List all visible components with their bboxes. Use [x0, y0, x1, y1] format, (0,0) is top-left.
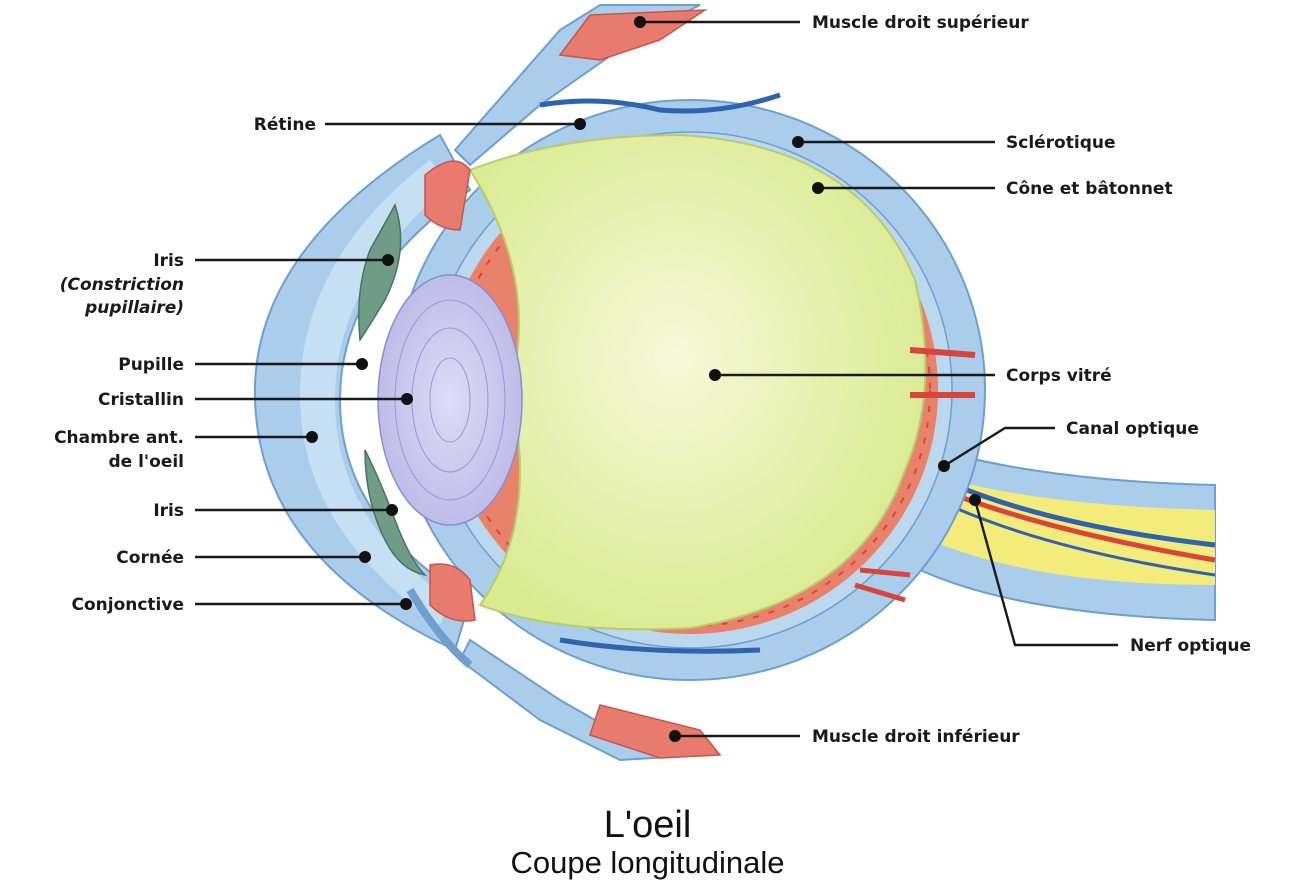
label-cone: Cône et bâtonnet — [1006, 179, 1173, 199]
eye-illustration: Muscle droit supérieur Rétine Sclérotiqu… — [0, 0, 1295, 800]
label-iris-pupillaire: pupillaire) — [84, 298, 184, 318]
label-cornee: Cornée — [116, 548, 184, 568]
diagram-subtitle: Coupe longitudinale — [0, 846, 1295, 880]
label-iris-top: Iris — [153, 251, 184, 271]
label-iris-bottom: Iris — [153, 501, 184, 521]
diagram-title: L'oeil — [0, 805, 1295, 845]
label-chambre-2: de l'oeil — [108, 452, 184, 472]
label-corps-vitre: Corps vitré — [1006, 366, 1112, 386]
label-muscle-inf: Muscle droit inférieur — [812, 727, 1020, 747]
label-nerf-optique: Nerf optique — [1130, 636, 1251, 656]
label-retine: Rétine — [254, 115, 316, 135]
label-chambre-1: Chambre ant. — [54, 428, 184, 448]
label-conjonctive: Conjonctive — [71, 595, 184, 615]
label-pupille: Pupille — [118, 355, 184, 375]
label-iris-constriction: (Constriction — [60, 275, 184, 295]
label-cristallin: Cristallin — [98, 390, 184, 410]
label-sclerotique: Sclérotique — [1006, 133, 1116, 153]
label-canal-optique: Canal optique — [1066, 419, 1199, 439]
label-muscle-sup: Muscle droit supérieur — [812, 13, 1029, 33]
